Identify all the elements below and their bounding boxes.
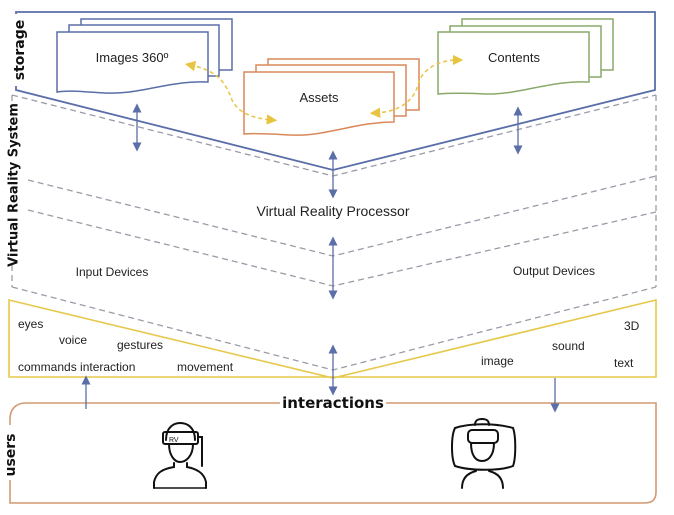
input-item-movement: movement	[177, 360, 234, 374]
output-item-sound: sound	[552, 339, 585, 353]
images-assets-link-arrow	[184, 60, 278, 125]
vr-system-layer-label: Virtual Reality System	[7, 103, 22, 267]
input-item-eyes: eyes	[18, 317, 43, 331]
images-360-label: Images 360º	[96, 50, 169, 65]
output-item-image: image	[481, 354, 514, 368]
interactions-label: interactions	[282, 394, 384, 412]
immersive-vr-user-icon	[451, 417, 517, 489]
headset-rv-label: RV	[169, 437, 179, 444]
images-360-document-stack	[56, 18, 233, 94]
input-item-gestures: gestures	[117, 338, 163, 352]
output-devices-title: Output Devices	[513, 264, 595, 278]
assets-label: Assets	[299, 90, 339, 105]
output-item-text: text	[614, 356, 634, 370]
storage-layer-label: storage	[12, 20, 28, 81]
users-layer-label: users	[3, 433, 19, 476]
devices-layer-border	[8, 298, 657, 379]
contents-document-stack	[437, 18, 614, 95]
input-devices-title: Input Devices	[76, 265, 149, 279]
users-layer-border	[9, 402, 657, 504]
contents-label: Contents	[488, 50, 541, 65]
vr-system-dashed-lines	[11, 94, 657, 371]
vr-processor-label: Virtual Reality Processor	[256, 203, 409, 219]
input-item-commands-interaction: commands interaction	[18, 360, 135, 374]
output-item-3d: 3D	[624, 319, 640, 333]
input-item-voice: voice	[59, 333, 87, 347]
assets-document-stack	[243, 58, 420, 136]
vr-headset-user-icon	[153, 421, 207, 489]
